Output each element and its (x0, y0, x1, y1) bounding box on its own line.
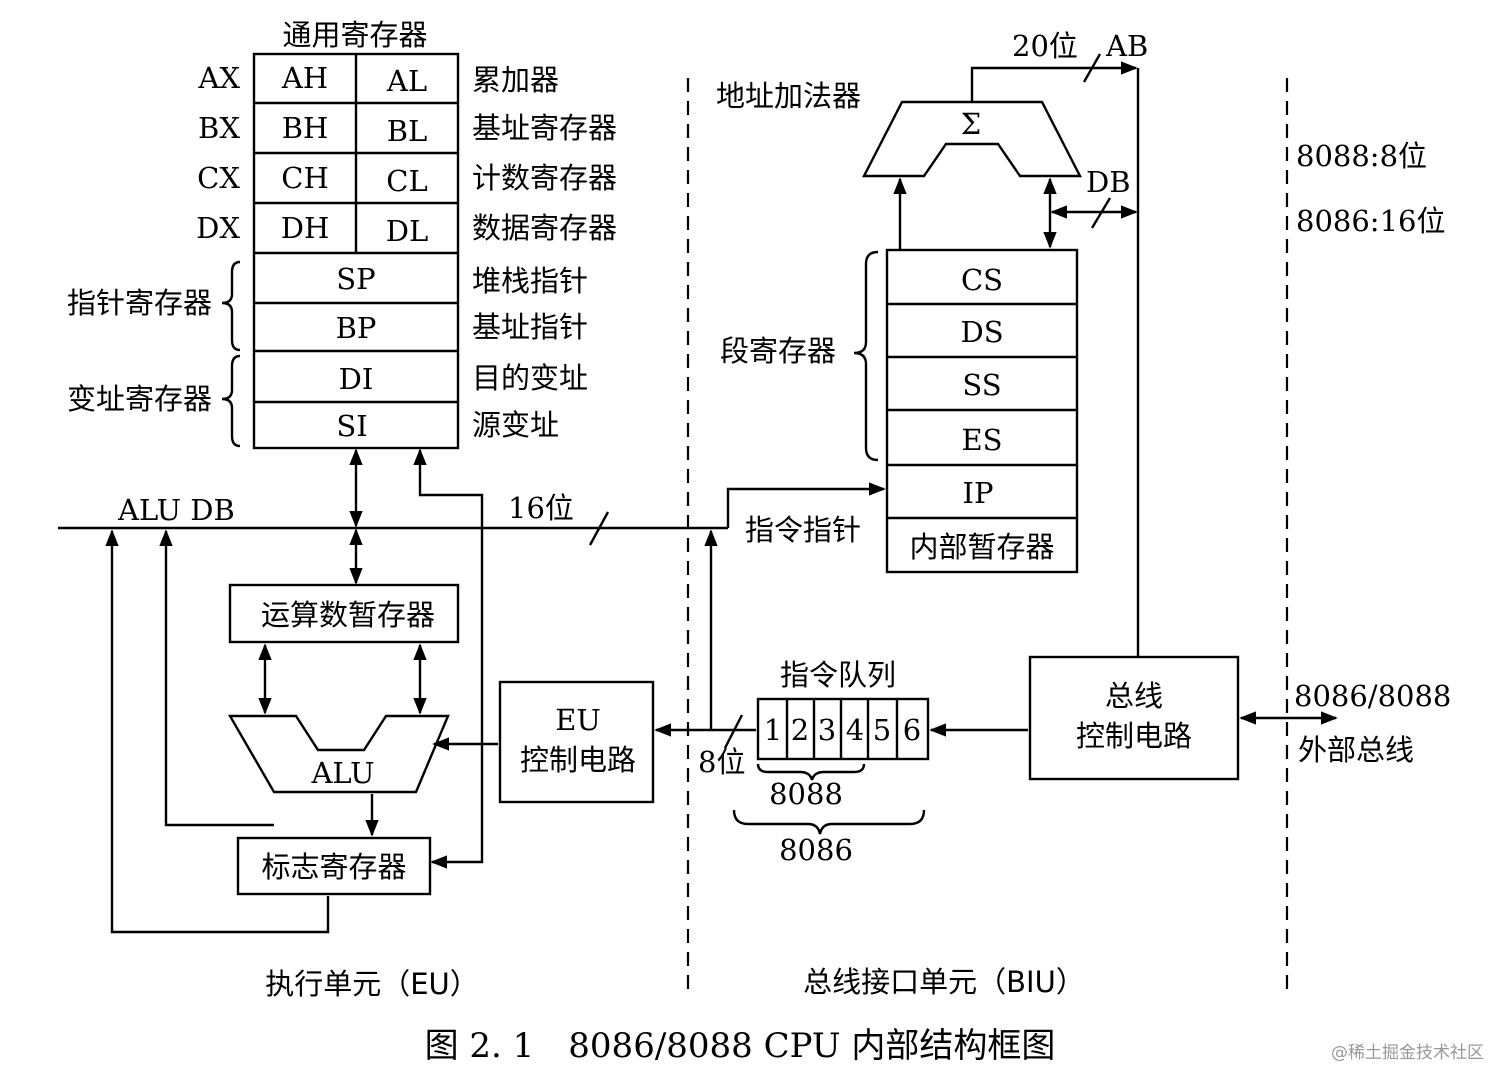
register-low: BL (387, 114, 428, 148)
register-sp: SP (336, 262, 375, 296)
register-desc: 累加器 (472, 63, 559, 97)
general-registers-title: 通用寄存器 (282, 18, 427, 52)
brace-8088 (756, 763, 866, 781)
segment-es: ES (961, 423, 1002, 457)
segment-brace (853, 250, 879, 462)
note-8086: 8086:16位 (1296, 204, 1445, 238)
queue-cell: 3 (818, 713, 836, 747)
register-high: AH (281, 61, 328, 95)
queue-8088-label: 8088 (769, 777, 843, 811)
instruction-queue-title: 指令队列 (780, 658, 896, 692)
register-desc: 基址寄存器 (472, 111, 617, 145)
segment-registers-label: 段寄存器 (720, 334, 836, 368)
register-name: AX (197, 61, 240, 95)
register-low: CL (386, 164, 427, 198)
register-di: DI (339, 362, 374, 396)
register-bp: BP (336, 311, 377, 345)
eu-control-line1: EU (555, 703, 601, 737)
pointer-brace (221, 260, 241, 352)
external-bus-label: 外部总线 (1298, 733, 1414, 767)
figure-caption: 图 2. 1 8086/8088 CPU 内部结构框图 (425, 1026, 1056, 1066)
register-name: BX (198, 111, 240, 145)
register-name: CX (197, 161, 240, 195)
queue-cell: 1 (764, 713, 782, 747)
segment-ss: SS (962, 368, 1001, 402)
db-label: DB (1086, 165, 1131, 199)
register-low: AL (386, 64, 427, 98)
alu-to-bus-line (159, 529, 274, 827)
alu-unit (227, 714, 450, 794)
register-desc: 计数寄存器 (472, 161, 617, 195)
flags-register-label: 标志寄存器 (261, 850, 406, 884)
register-high: DH (281, 211, 330, 245)
queue-bus-slash (723, 714, 744, 749)
eu-unit-label: 执行单元（EU） (265, 967, 479, 1001)
brace-8086 (732, 809, 926, 835)
address-adder (862, 100, 1082, 178)
index-registers-label: 变址寄存器 (67, 382, 212, 416)
ab-label: AB (1105, 29, 1148, 63)
alu-bus-width: 16位 (508, 491, 574, 525)
register-name: DX (196, 211, 240, 245)
segment-cs: CS (961, 263, 1003, 297)
ab-width-label: 20位 (1012, 29, 1078, 63)
control-to-flags-line (413, 448, 484, 869)
bus-control-line1: 总线 (1105, 679, 1163, 713)
queue-cell: 2 (791, 713, 809, 747)
register-si: SI (336, 409, 367, 443)
queue-8086-label: 8086 (779, 833, 853, 867)
register-row-cx: CX CH CL 计数寄存器 (197, 161, 617, 198)
alu-label: ALU (310, 756, 374, 790)
internal-temp-register: 内部暂存器 (909, 530, 1054, 564)
register-si-desc: 源变址 (472, 408, 559, 442)
watermark: @稀土掘金技术社区 (1331, 1043, 1484, 1063)
register-desc: 数据寄存器 (472, 211, 617, 245)
register-high: CH (281, 161, 328, 195)
note-8088: 8088:8位 (1296, 139, 1427, 173)
register-row-bx: BX BH BL 基址寄存器 (198, 111, 617, 148)
index-brace (221, 354, 241, 448)
external-bus-model: 8086/8088 (1294, 679, 1451, 713)
register-high: BH (282, 111, 329, 145)
adder-to-ab-line (970, 61, 1138, 102)
alu-bus-slash (588, 511, 610, 546)
queue-cell: 5 (873, 713, 891, 747)
segment-ds: DS (960, 315, 1003, 349)
queue-cell: 6 (903, 713, 921, 747)
address-adder-label: 地址加法器 (716, 79, 861, 113)
operand-temp-register (228, 583, 460, 644)
pointer-registers-label: 指针寄存器 (67, 286, 212, 320)
eu-control-line2: 控制电路 (520, 743, 636, 777)
register-low: DL (386, 214, 429, 248)
bus-control-circuit (1028, 655, 1240, 781)
alu-bus-label: ALU DB (117, 493, 235, 527)
operand-temp-register-label: 运算数暂存器 (261, 598, 435, 632)
bus-control-line2: 控制电路 (1076, 719, 1192, 753)
flags-to-bus-line (105, 529, 330, 934)
register-row-ax: AX AH AL 累加器 (197, 61, 559, 98)
eu-control-circuit (498, 680, 655, 804)
queue-cell: 4 (846, 713, 864, 747)
register-di-desc: 目的变址 (472, 361, 588, 395)
register-ip: IP (963, 476, 994, 510)
register-bp-desc: 基址指针 (472, 310, 588, 344)
register-sp-desc: 堆栈指针 (472, 264, 588, 298)
flags-register (236, 836, 432, 896)
instruction-pointer-label: 指令指针 (745, 513, 861, 547)
queue-width-label: 8位 (698, 745, 745, 779)
bus-to-ip-line (726, 482, 886, 528)
register-row-dx: DX DH DL 数据寄存器 (196, 211, 617, 248)
sigma-symbol: Σ (961, 107, 982, 141)
biu-unit-label: 总线接口单元（BIU） (803, 965, 1085, 999)
